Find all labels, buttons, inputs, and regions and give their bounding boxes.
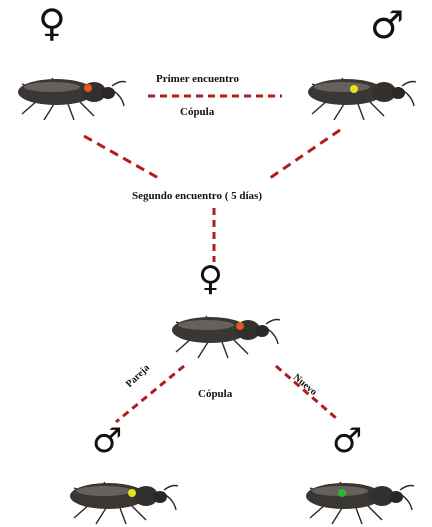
male-symbol-icon-bottom-left: ♂ xyxy=(92,424,122,458)
label-copula-top: Cópula xyxy=(180,106,214,118)
label-copula-bottom: Cópula xyxy=(198,388,232,400)
male-symbol-icon-bottom-right: ♂ xyxy=(332,424,362,458)
female-symbol-icon: ♀ xyxy=(38,4,66,42)
beetle-female-middle xyxy=(162,300,280,360)
dash-line-partner xyxy=(116,366,184,422)
beetle-male-top-right xyxy=(298,62,416,122)
label-first-encounter: Primer encuentro xyxy=(156,73,239,85)
beetle-male-bottom-left xyxy=(60,466,178,526)
dash-line-male-to-second xyxy=(270,130,340,178)
beetle-female-top-left xyxy=(8,62,126,122)
beetle-male-bottom-right xyxy=(296,466,414,526)
male-symbol-icon: ♂ xyxy=(370,6,404,44)
dash-line-female-to-second xyxy=(84,136,162,180)
label-second-encounter: Segundo encuentro ( 5 días) xyxy=(132,190,262,202)
female-symbol-icon-middle: ♀ xyxy=(198,262,223,296)
